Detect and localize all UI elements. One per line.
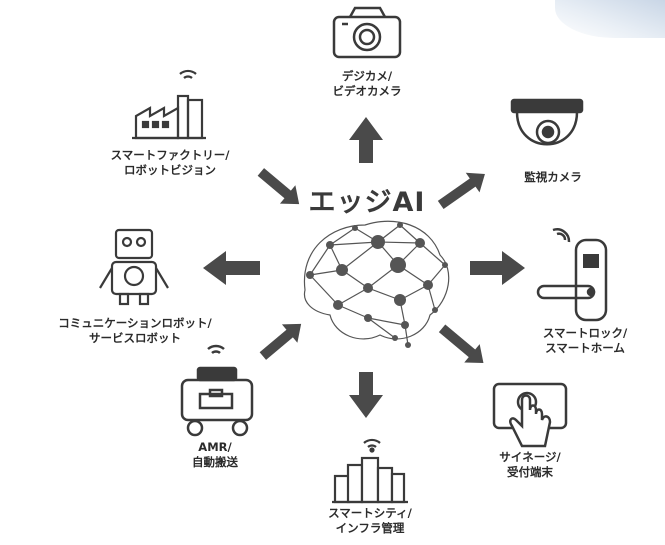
label-surveillance-line1: 監視カメラ — [524, 170, 582, 184]
label-robot-line1: コミュニケーションロボット/ — [58, 316, 212, 330]
arrow-down-left — [259, 323, 302, 360]
label-surveillance: 監視カメラ — [508, 170, 598, 185]
camera-icon — [332, 6, 402, 59]
arrow-right — [470, 251, 525, 285]
arrow-up-right — [437, 172, 485, 210]
label-robot: コミュニケーションロボット/ サービスロボット — [30, 316, 240, 346]
label-city: スマートシティ/ インフラ管理 — [305, 506, 435, 536]
label-camera-line2: ビデオカメラ — [332, 84, 402, 98]
label-city-line1: スマートシティ/ — [328, 506, 412, 520]
label-factory-line2: ロボットビジョン — [124, 163, 216, 177]
label-signage: サイネージ/ 受付端末 — [470, 450, 590, 480]
label-smartlock: スマートロック/ スマートホーム — [520, 326, 650, 356]
touch-panel-icon — [492, 382, 568, 448]
arrow-down — [349, 372, 383, 418]
label-camera-line1: デジカメ/ — [341, 69, 393, 83]
factory-icon — [132, 69, 206, 140]
smart-lock-icon — [536, 228, 608, 322]
label-amr-line1: AMR/ — [198, 440, 232, 454]
brain-nodes — [306, 222, 448, 348]
label-robot-line2: サービスロボット — [89, 331, 181, 345]
label-factory: スマートファクトリー/ ロボットビジョン — [80, 148, 260, 178]
arrow-left — [203, 251, 260, 285]
label-factory-line1: スマートファクトリー/ — [110, 148, 230, 162]
arrow-up — [349, 117, 383, 163]
city-buildings-icon — [332, 438, 408, 504]
arrows — [203, 117, 525, 418]
label-amr-line2: 自動搬送 — [192, 455, 238, 469]
label-amr: AMR/ 自動搬送 — [170, 440, 260, 470]
label-city-line2: インフラ管理 — [335, 521, 405, 535]
label-smartlock-line2: スマートホーム — [545, 341, 625, 355]
dome-camera-icon — [510, 98, 584, 146]
arrow-down-right — [438, 324, 484, 363]
label-signage-line2: 受付端末 — [507, 465, 553, 479]
delivery-robot-icon — [180, 344, 254, 437]
label-signage-line1: サイネージ/ — [499, 450, 561, 464]
robot-icon — [99, 228, 169, 306]
center-title: エッジAI — [308, 187, 426, 218]
label-camera: デジカメ/ ビデオカメラ — [307, 69, 427, 99]
arrow-up-left — [257, 168, 300, 205]
label-smartlock-line1: スマートロック/ — [542, 326, 628, 340]
